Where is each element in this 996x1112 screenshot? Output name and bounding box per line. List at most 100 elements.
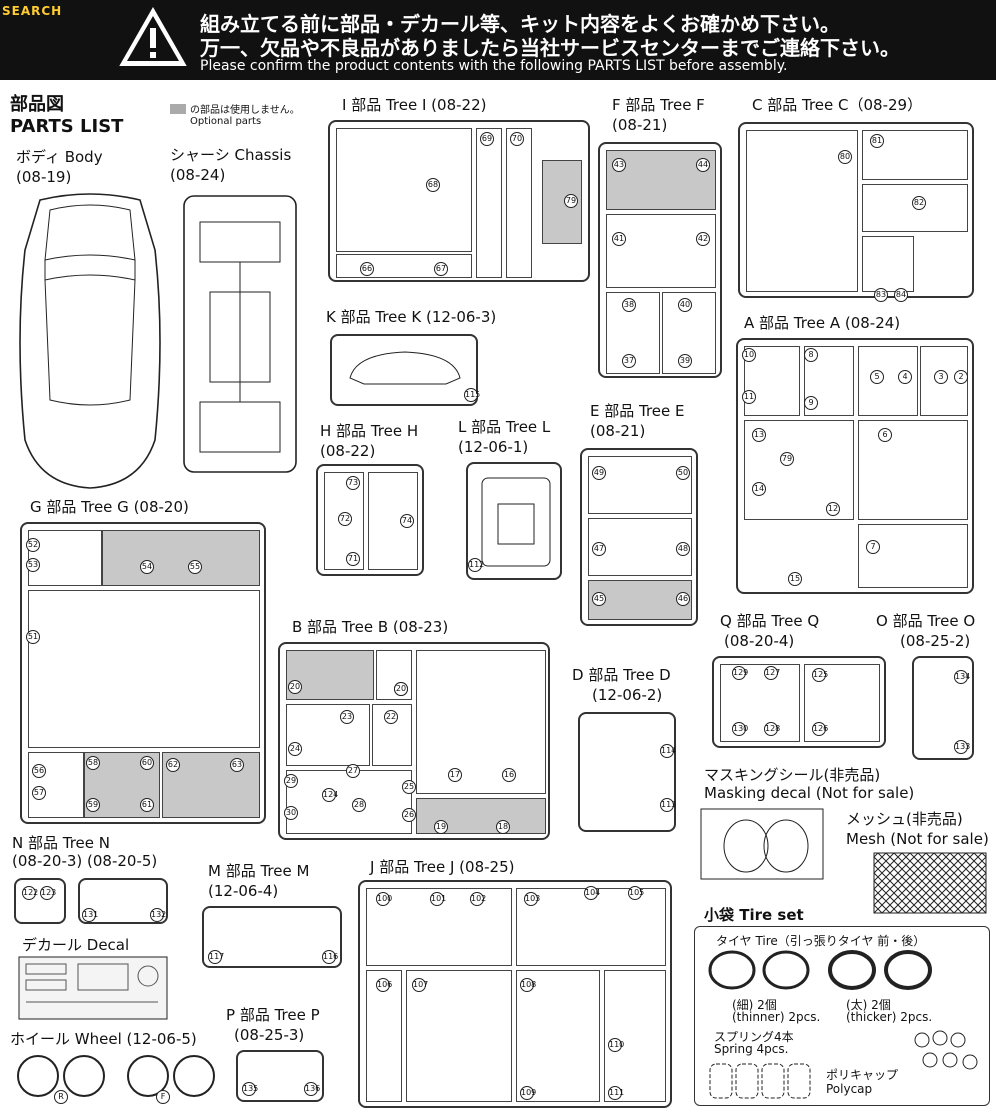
part-number: 62 — [166, 758, 180, 772]
tree-h-code: (08-22) — [320, 442, 376, 460]
part-number: 135 — [242, 1082, 258, 1096]
part-number: 28 — [352, 798, 366, 812]
wheel-label: ホイール Wheel (12-06-5) — [10, 1030, 197, 1048]
part-number: 105 — [628, 886, 644, 900]
part-number: 100 — [376, 892, 392, 906]
part-number: 37 — [622, 354, 636, 368]
tree-l-code: (12-06-1) — [458, 438, 529, 456]
part-number: 66 — [360, 262, 374, 276]
tire-thin-jp: (細) 2個 — [732, 998, 777, 1012]
mesh-drawing — [873, 852, 987, 914]
part-number: 133 — [954, 740, 970, 754]
part-number: 101 — [430, 892, 446, 906]
part-number: 104 — [584, 886, 600, 900]
tree-a-cell — [804, 346, 854, 416]
part-number: 54 — [140, 560, 154, 574]
tree-i-strip-cell — [506, 128, 532, 278]
tree-q-code: (08-20-4) — [724, 632, 795, 650]
tree-j-cell — [516, 970, 600, 1102]
part-number: 52 — [26, 538, 40, 552]
part-number: 56 — [32, 764, 46, 778]
tree-k-frame: 115 — [330, 334, 480, 406]
part-number: 27 — [346, 764, 360, 778]
rear-part-drawing — [481, 477, 551, 567]
tree-j-cell — [604, 970, 666, 1102]
tree-c-seat-cell — [746, 130, 858, 292]
part-number: 20 — [394, 682, 408, 696]
tree-q-label: Q 部品 Tree Q — [720, 612, 820, 630]
tree-e-label: E 部品 Tree E — [590, 402, 685, 420]
part-number: 81 — [870, 134, 884, 148]
polycap-label-en: Polycap — [826, 1082, 873, 1096]
springs-drawing — [709, 1063, 811, 1099]
part-number: 22 — [384, 710, 398, 724]
tree-b-cell — [286, 704, 370, 766]
part-number: 123 — [40, 886, 56, 900]
tree-g-cell — [28, 752, 84, 818]
masking-decal-label-en: Masking decal (Not for sale) — [704, 784, 915, 802]
tree-o-frame: 134 133 — [912, 656, 974, 760]
tires-drawing — [708, 950, 932, 990]
tree-e-cell — [588, 518, 692, 576]
tree-o-label: O 部品 Tree O — [876, 612, 976, 630]
part-number: 126 — [812, 722, 828, 736]
tree-e-cell — [588, 456, 692, 514]
part-number: 7 — [866, 540, 880, 554]
part-number: 59 — [86, 798, 100, 812]
tree-k-label: K 部品 Tree K (12-06-3) — [326, 308, 497, 326]
tree-l-frame: 112 — [466, 462, 562, 580]
part-number: 44 — [696, 158, 710, 172]
tree-f-code: (08-21) — [612, 116, 668, 134]
header-warning-jp-1: 組み立てる前に部品・デカール等、キット内容をよくお確かめ下さい。 — [200, 12, 840, 36]
wheels-drawing — [17, 1055, 215, 1097]
part-number: 53 — [26, 558, 40, 572]
chassis-label: シャーシ Chassis — [170, 146, 292, 164]
part-number: 130 — [732, 722, 748, 736]
part-number: 23 — [340, 710, 354, 724]
tree-n-frame-a: 122 123 — [14, 878, 66, 924]
tree-f-cell — [606, 292, 660, 374]
part-number: 132 — [150, 908, 166, 922]
tree-f-cell — [606, 214, 716, 288]
tree-e-code: (08-21) — [590, 422, 646, 440]
part-number: 41 — [612, 232, 626, 246]
part-number: 11 — [742, 390, 756, 404]
body-label: ボディ Body — [16, 148, 103, 166]
tree-n-frame-b: 131 132 — [78, 878, 168, 924]
tree-i-small-cell — [336, 254, 472, 278]
tree-g-label: G 部品 Tree G (08-20) — [30, 498, 189, 516]
part-number: 38 — [622, 298, 636, 312]
part-number: 127 — [764, 666, 780, 680]
part-number: 107 — [412, 978, 428, 992]
tree-n-code: (08-20-3) (08-20-5) — [12, 852, 158, 870]
part-number: 109 — [520, 1086, 536, 1100]
part-number: 102 — [470, 892, 486, 906]
tree-c-cell — [862, 236, 914, 292]
tree-a-cell — [920, 346, 968, 416]
chassis-drawing — [183, 195, 297, 473]
tire-set-title: 小袋 Tire set — [704, 906, 804, 924]
part-number: 8 — [804, 348, 818, 362]
part-number: 57 — [32, 786, 46, 800]
part-number: 110 — [608, 1038, 624, 1052]
tree-d-code: (12-06-2) — [592, 686, 663, 704]
tree-f-frame: 43 44 41 42 38 37 40 39 — [598, 142, 722, 378]
tree-g-frame: 52 53 54 55 51 56 57 58 59 60 61 62 63 — [20, 522, 266, 824]
tree-j-label: J 部品 Tree J (08-25) — [370, 858, 515, 876]
part-number: 47 — [592, 542, 606, 556]
masking-decal-drawing — [700, 808, 824, 880]
tree-h-frame: 73 72 71 74 — [316, 464, 424, 576]
part-number: 43 — [612, 158, 626, 172]
tree-c-cell — [862, 184, 968, 232]
part-number: 48 — [676, 542, 690, 556]
tree-p-label: P 部品 Tree P — [226, 1006, 320, 1024]
part-number: 72 — [338, 512, 352, 526]
tree-b-cell — [416, 650, 546, 794]
part-number: 19 — [434, 820, 448, 834]
tree-g-cell — [28, 530, 102, 586]
part-number: 115 — [464, 388, 480, 402]
part-number: 9 — [804, 396, 818, 410]
tree-d-frame: 114 113 — [578, 712, 676, 832]
tree-i-strip-cell — [476, 128, 502, 278]
part-number: 16 — [502, 768, 516, 782]
